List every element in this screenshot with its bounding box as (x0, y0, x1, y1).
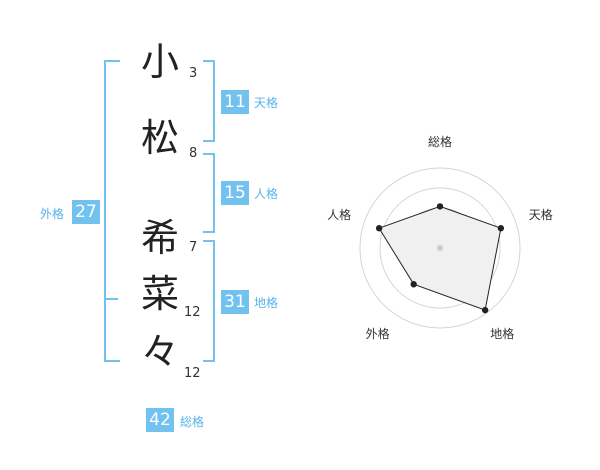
radar-point (497, 225, 505, 232)
name-char-5: 々 (140, 330, 179, 374)
soukaku-badge: 42 (146, 408, 174, 432)
tenkaku-bracket (203, 60, 215, 142)
soukaku-label: 総格 (180, 415, 205, 429)
chikaku-bracket (203, 240, 215, 362)
radar-point (481, 306, 489, 314)
tenkaku-label: 天格 (254, 96, 279, 110)
chikaku-label: 地格 (254, 296, 279, 310)
name-char-4: 菜 (140, 272, 179, 316)
radar-axis-label: 総格 (428, 134, 452, 149)
radar-ring (359, 167, 521, 329)
stroke-count-1: 3 (189, 66, 198, 81)
radar-axis-label: 地格 (490, 326, 514, 341)
radar-axis-label: 外格 (366, 326, 390, 341)
stroke-count-5: 12 (184, 366, 201, 381)
radar-shape (378, 205, 502, 311)
radar-point (375, 225, 383, 232)
jinkaku-label: 人格 (254, 187, 279, 201)
name-char-1: 小 (140, 40, 179, 84)
chikaku-badge: 31 (221, 290, 249, 314)
radar-axis-label: 天格 (529, 207, 553, 222)
jinkaku-badge: 15 (221, 181, 249, 205)
radar-ring (379, 187, 501, 309)
tenkaku-badge: 11 (221, 90, 249, 114)
stroke-count-3: 7 (189, 240, 198, 255)
stroke-count-4: 12 (184, 305, 201, 320)
radar-point (410, 281, 417, 288)
name-char-2: 松 (140, 116, 179, 160)
gaikaku-bracket (104, 60, 120, 362)
jinkaku-bracket (203, 153, 215, 233)
name-char-3: 希 (140, 216, 179, 260)
gaikaku-label: 外格 (40, 207, 65, 221)
gaikaku-badge: 27 (72, 200, 100, 224)
gaikaku-bracket-tick (104, 298, 118, 300)
radar-point (436, 203, 444, 210)
radar-center-dot (437, 245, 443, 251)
stroke-count-2: 8 (189, 146, 198, 161)
radar-axis-label: 人格 (327, 207, 351, 222)
